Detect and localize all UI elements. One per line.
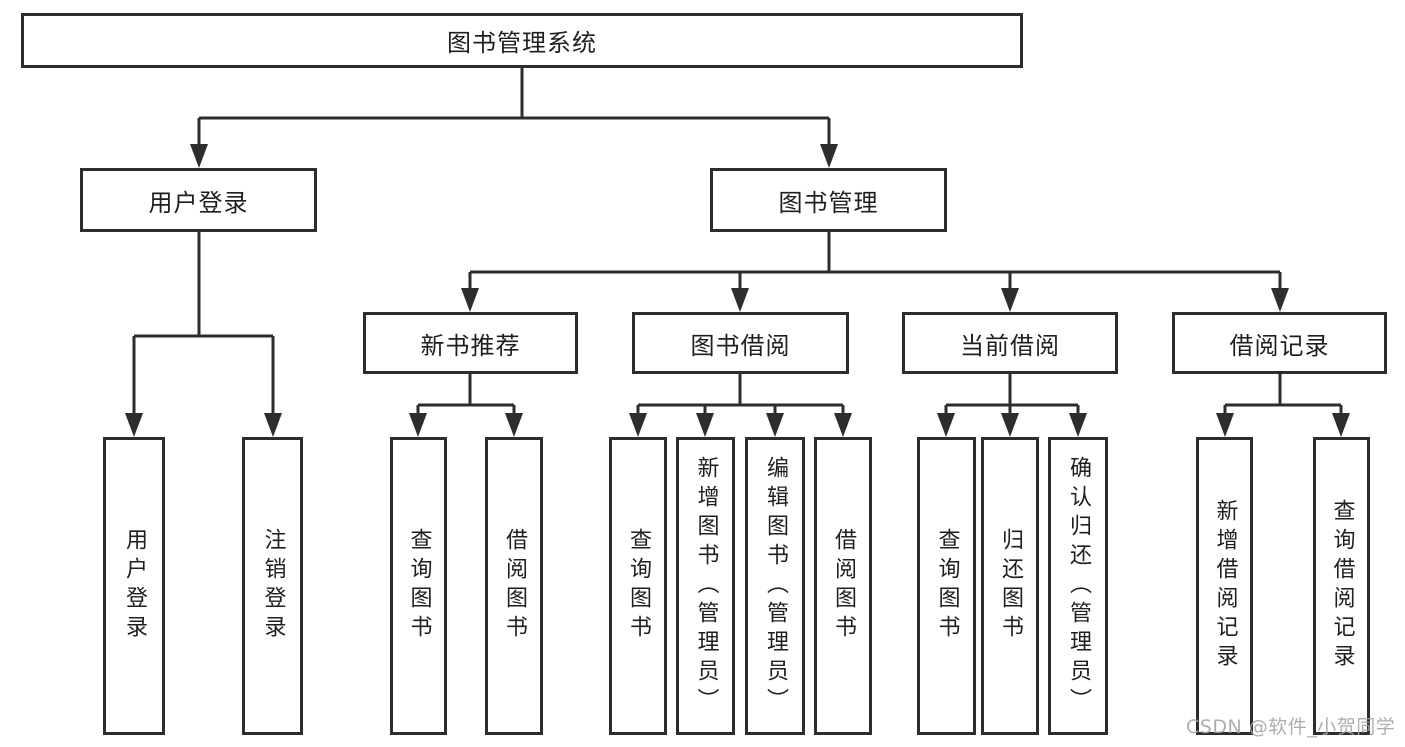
leaf-label: 注销登录: [260, 528, 286, 644]
leaf-label: 新增图书（管理员）: [693, 455, 719, 717]
node-book-management: 图书管理: [710, 168, 947, 232]
leaf-borrow-books-recommend: 借阅图书: [485, 437, 543, 735]
node-label: 用户登录: [148, 188, 249, 217]
node-current-borrowing: 当前借阅: [902, 312, 1118, 374]
node-label: 当前借阅: [960, 331, 1060, 360]
leaf-user-login: 用户登录: [103, 437, 165, 735]
leaf-add-book-admin: 新增图书（管理员）: [676, 437, 735, 735]
node-book-borrowing: 图书借阅: [632, 312, 849, 374]
node-borrowing-records: 借阅记录: [1172, 312, 1387, 374]
leaf-label: 查询图书: [934, 528, 960, 644]
leaf-query-books-current: 查询图书: [917, 437, 976, 735]
leaf-label: 查询图书: [626, 528, 651, 644]
leaf-label: 归还图书: [998, 528, 1023, 644]
node-user-login: 用户登录: [80, 168, 317, 232]
leaf-edit-book-admin: 编辑图书（管理员）: [745, 437, 805, 735]
leaf-label: 编辑图书（管理员）: [763, 455, 788, 717]
leaf-label: 用户登录: [122, 528, 147, 644]
node-label: 图书管理: [778, 188, 879, 217]
node-label: 图书管理系统: [447, 29, 597, 57]
leaf-query-books-borrowing: 查询图书: [609, 437, 667, 735]
leaf-label: 查询图书: [406, 528, 432, 644]
node-label: 新书推荐: [420, 331, 521, 360]
leaf-label: 借阅图书: [831, 528, 856, 644]
csdn-watermark: CSDN @软件_小贺同学: [1186, 716, 1396, 738]
leaf-add-borrow-record: 新增借阅记录: [1196, 437, 1253, 735]
leaf-logout: 注销登录: [242, 437, 303, 735]
leaf-return-book: 归还图书: [981, 437, 1039, 735]
leaf-label: 新增借阅记录: [1212, 499, 1238, 673]
node-book-management-system: 图书管理系统: [21, 13, 1023, 68]
node-label: 借阅记录: [1229, 331, 1330, 360]
leaf-query-borrow-record: 查询借阅记录: [1313, 437, 1370, 735]
leaf-confirm-return-admin: 确认归还（管理员）: [1048, 437, 1108, 735]
node-label: 图书借阅: [690, 331, 791, 360]
leaf-label: 查询借阅记录: [1329, 499, 1355, 673]
leaf-query-books-recommend: 查询图书: [390, 437, 447, 735]
node-new-book-recommendation: 新书推荐: [363, 312, 578, 374]
leaf-label: 借阅图书: [502, 528, 527, 644]
leaf-label: 确认归还（管理员）: [1066, 455, 1091, 717]
leaf-borrow-books: 借阅图书: [814, 437, 872, 735]
